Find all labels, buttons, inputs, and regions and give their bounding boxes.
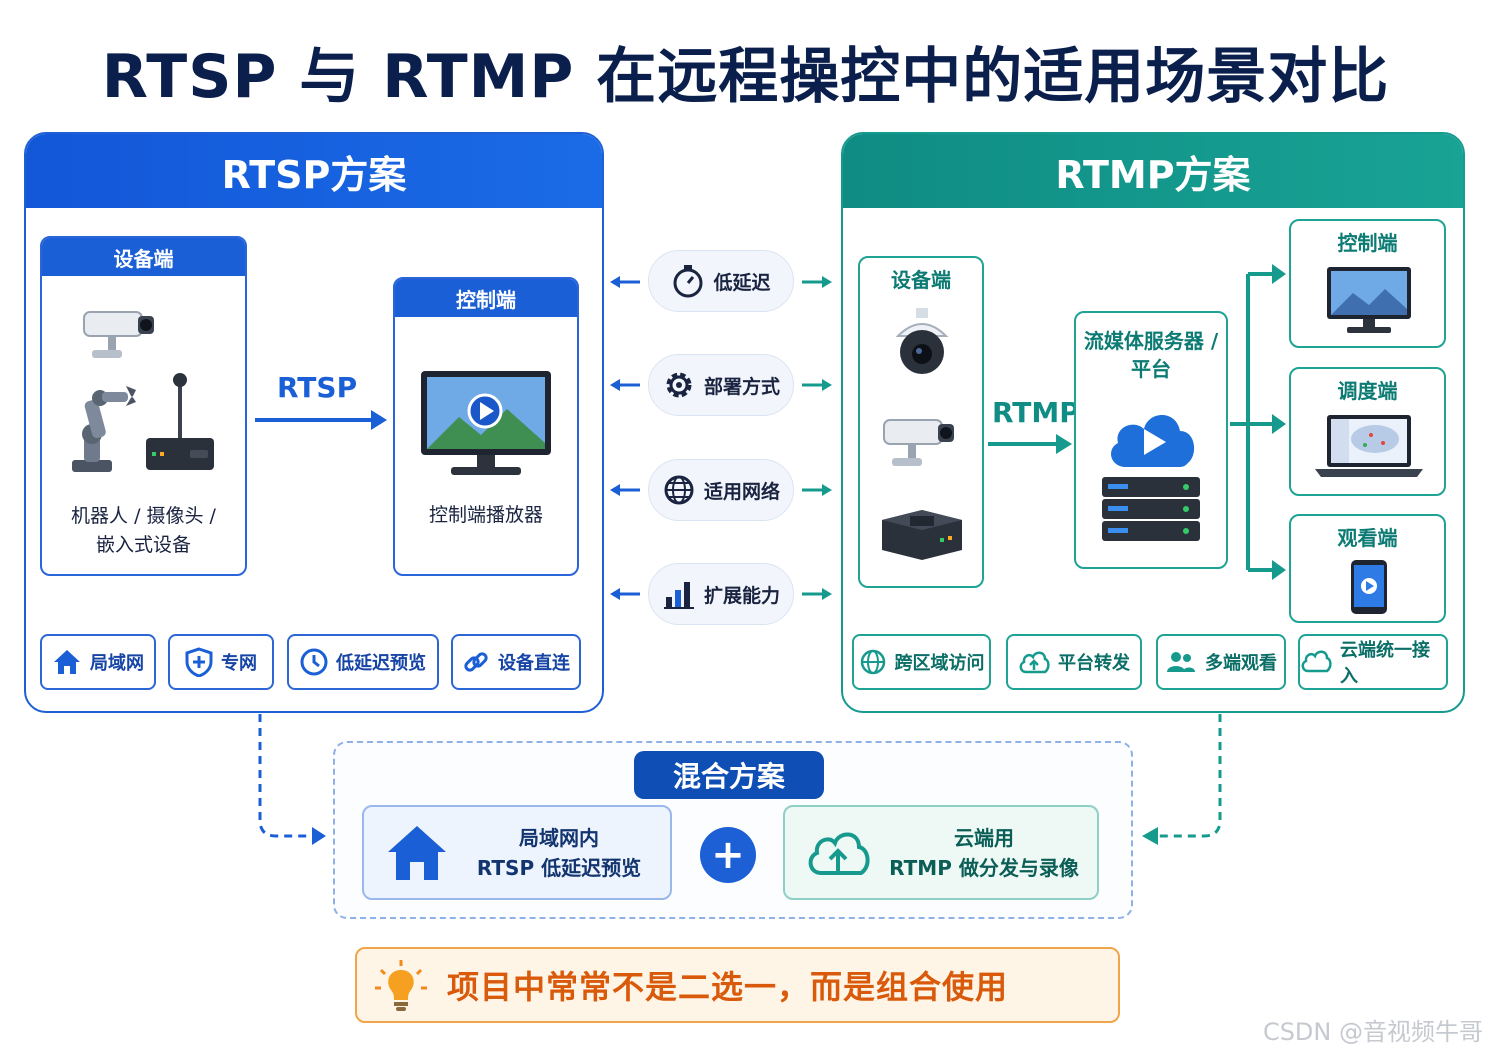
cloud-icon xyxy=(1300,649,1332,675)
users-icon xyxy=(1165,648,1197,676)
hybrid-left-line2: RTSP 低延迟预览 xyxy=(476,855,642,880)
gear-icon xyxy=(662,368,696,402)
compare-arrow-right xyxy=(802,276,832,288)
tag-lan-label: 局域网 xyxy=(90,653,144,674)
rtmp-device-card: 设备端 xyxy=(858,256,984,588)
tag-platform-relay: 平台转发 xyxy=(1006,634,1142,690)
compare-arrow-left xyxy=(610,484,640,496)
server-label-line2: 平台 xyxy=(1131,357,1171,381)
compare-network: 适用网络 xyxy=(648,459,794,521)
rtmp-protocol-label: RTMP xyxy=(992,396,1080,429)
server-rack-icon xyxy=(1100,475,1202,543)
branch-arrows xyxy=(1230,262,1286,582)
rtsp-device-caption-line2: 嵌入式设备 xyxy=(95,534,191,556)
globe-icon xyxy=(859,648,887,676)
tag-private-network-label: 专网 xyxy=(221,653,257,674)
output-dispatch-card: 调度端 xyxy=(1289,367,1446,496)
hybrid-left-line1: 局域网内 xyxy=(519,825,599,850)
rtsp-control-caption: 控制端播放器 xyxy=(428,504,543,526)
cloud-upload-icon xyxy=(805,827,871,879)
stopwatch-icon xyxy=(671,264,705,298)
link-icon xyxy=(462,648,490,676)
server-label-line1: 流媒体服务器 / xyxy=(1083,329,1219,353)
hybrid-badge: 混合方案 xyxy=(634,751,824,799)
rtsp-control-card-header: 控制端 xyxy=(395,279,577,317)
rtmp-device-label: 设备端 xyxy=(891,268,951,292)
camera-icon xyxy=(880,414,962,474)
compare-scalability: 扩展能力 xyxy=(648,563,794,625)
globe-icon xyxy=(662,473,696,507)
dome-camera-icon xyxy=(892,308,952,388)
rtsp-device-card-header: 设备端 xyxy=(42,238,245,276)
hybrid-lan-rtsp-box: 局域网内 RTSP 低延迟预览 xyxy=(362,805,672,900)
lightbulb-icon xyxy=(375,958,427,1012)
tag-low-latency-preview-label: 低延迟预览 xyxy=(336,653,426,674)
compare-arrow-left xyxy=(610,276,640,288)
compare-latency-label: 低延迟 xyxy=(713,271,771,294)
compare-arrow-left xyxy=(610,588,640,600)
tag-low-latency-preview: 低延迟预览 xyxy=(287,634,439,690)
bar-chart-icon xyxy=(662,577,696,611)
tag-cross-region: 跨区域访问 xyxy=(852,634,991,690)
output-dispatch-label: 调度端 xyxy=(1337,379,1398,403)
hybrid-right-line2: RTMP 做分发与录像 xyxy=(889,855,1079,880)
cloud-play-icon xyxy=(1104,405,1200,471)
home-icon xyxy=(386,824,448,882)
compare-arrow-right xyxy=(802,484,832,496)
laptop-map-icon xyxy=(1313,413,1425,479)
compare-latency: 低延迟 xyxy=(648,250,794,312)
rtsp-protocol-label: RTSP xyxy=(277,371,358,404)
tag-cross-region-label: 跨区域访问 xyxy=(894,653,985,674)
compare-arrow-right xyxy=(802,379,832,391)
tag-direct-connect: 设备直连 xyxy=(451,634,581,690)
tag-platform-relay-label: 平台转发 xyxy=(1058,653,1130,674)
page-title: RTSP 与 RTMP 在远程操控中的适用场景对比 xyxy=(101,42,1390,112)
monitor-icon xyxy=(1325,265,1413,335)
tag-direct-connect-label: 设备直连 xyxy=(498,653,570,674)
robot-arm-icon xyxy=(62,378,142,478)
hybrid-cloud-rtmp-box: 云端用 RTMP 做分发与录像 xyxy=(783,805,1099,900)
hybrid-right-line1: 云端用 xyxy=(954,825,1014,850)
monitor-play-icon xyxy=(419,369,553,479)
compare-deployment: 部署方式 xyxy=(648,354,794,416)
plus-icon: + xyxy=(700,827,756,883)
output-viewer-card: 观看端 xyxy=(1289,514,1446,623)
tag-cloud-access: 云端统一接入 xyxy=(1298,634,1448,690)
clock-icon xyxy=(300,648,328,676)
embedded-device-icon xyxy=(880,506,964,562)
rtsp-device-caption-line1: 机器人 / 摄像头 / xyxy=(71,505,216,527)
compare-scalability-label: 扩展能力 xyxy=(703,584,780,607)
phone-play-icon xyxy=(1349,558,1389,616)
watermark: CSDN @音视频牛哥 xyxy=(1262,1018,1483,1046)
compare-network-label: 适用网络 xyxy=(703,480,780,503)
tag-private-network: 专网 xyxy=(168,634,274,690)
rtmp-flow-arrow xyxy=(988,432,1072,456)
shield-icon xyxy=(185,647,213,677)
home-icon xyxy=(52,648,82,676)
compare-arrow-right xyxy=(802,588,832,600)
tag-cloud-access-label: 云端统一接入 xyxy=(1340,640,1430,687)
tip-text: 项目中常常不是二选一，而是组合使用 xyxy=(447,968,1009,1006)
embedded-device-icon xyxy=(142,372,218,476)
output-control-label: 控制端 xyxy=(1337,231,1398,255)
tag-multi-viewer: 多端观看 xyxy=(1156,634,1286,690)
tag-lan: 局域网 xyxy=(40,634,156,690)
camera-icon xyxy=(80,306,162,366)
rtmp-panel-header: RTMP方案 xyxy=(843,134,1463,208)
hybrid-connector-right xyxy=(1140,714,1226,850)
rtsp-device-card: 设备端 机器人 / 摄像头 / xyxy=(40,236,247,576)
rtsp-flow-arrow xyxy=(255,408,387,432)
compare-deployment-label: 部署方式 xyxy=(703,375,780,398)
compare-arrow-left xyxy=(610,379,640,391)
rtsp-panel-header: RTSP方案 xyxy=(26,134,602,208)
tip-banner: 项目中常常不是二选一，而是组合使用 xyxy=(355,947,1120,1023)
output-control-card: 控制端 xyxy=(1289,219,1446,348)
hybrid-connector-left xyxy=(252,714,328,850)
cloud-upload-icon xyxy=(1018,648,1050,676)
tag-multi-viewer-label: 多端观看 xyxy=(1205,653,1277,674)
rtsp-control-card: 控制端 控制端播放器 xyxy=(393,277,579,576)
output-viewer-label: 观看端 xyxy=(1337,526,1398,550)
streaming-server-card: 流媒体服务器 / 平台 xyxy=(1074,311,1228,569)
